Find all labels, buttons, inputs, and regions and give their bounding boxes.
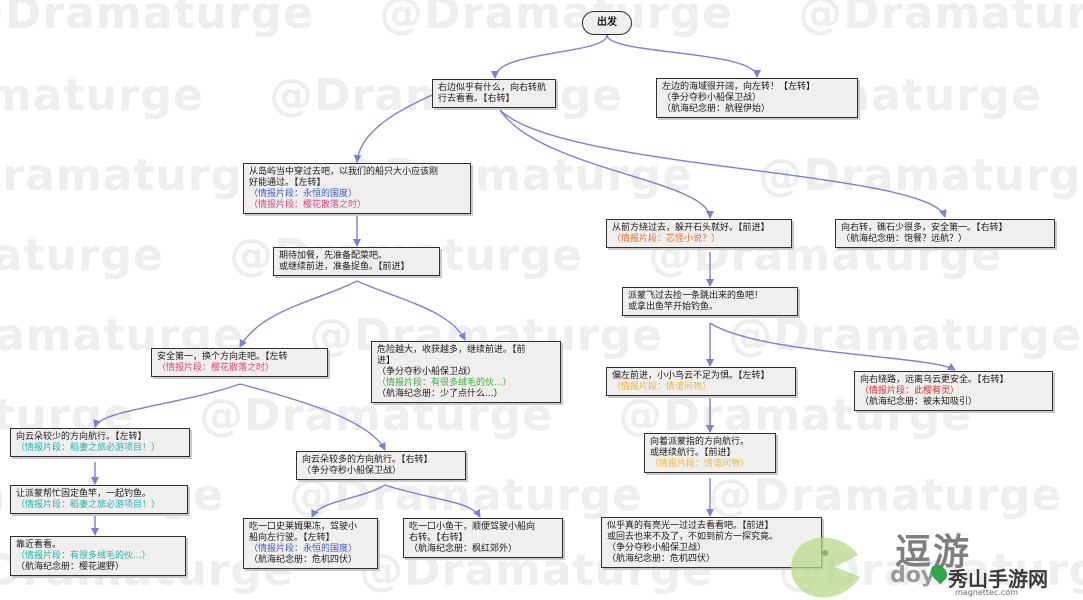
edge-n7-n11 xyxy=(709,322,956,371)
flow-node-n14: 向着派蒙指的方向航行。 或继续航行。【前进】 （情报片段：情谊问物） xyxy=(644,433,776,473)
start-node: 出发 xyxy=(582,11,632,35)
edge-n1-n5 xyxy=(499,109,947,218)
flow-node-n4: 从前方绕过去，躲开石头就好。【前进】 （情报片段：芯怪小说？） xyxy=(606,219,792,248)
edge-start-n2 xyxy=(606,34,761,78)
logo-prefix: doy xyxy=(890,563,936,588)
flow-node-n18: 似乎真的有亮光一过过去看看吧。【前进】 或回去也来不及了，不如到前方一探究竟。 … xyxy=(601,517,822,568)
site-logo: 逗游 doy 秀山手游网 magnettec.com xyxy=(780,515,1083,600)
logo-mascot-icon xyxy=(791,537,860,598)
flow-node-n17: 吃一口小鱼干，顺便驾驶小船向 右转。【右转】 （航海纪念册：枫红郊外） xyxy=(403,518,563,558)
logo-site-name: 秀山手游网 xyxy=(948,567,1048,591)
flow-node-n7: 派蒙飞过去捡一条跳出来的鱼吧！ 或拿出鱼竿开始钓鱼。 xyxy=(622,287,798,316)
flow-node-n16: 吃一口史莱姆果冻，驾驶小 船向左行驶。【左转】 （情报片段：永恒的国度） （航海… xyxy=(243,518,378,569)
logo-url: magnettec.com xyxy=(955,588,1018,597)
edge-n6-n9 xyxy=(356,280,466,341)
flow-node-n5: 向右转，礁石少很多，安全第一。【右转】 （航海纪念册：饱餐？远航？） xyxy=(835,219,1055,248)
edge-n1-n4 xyxy=(499,109,714,219)
edge-start-n1 xyxy=(491,34,608,79)
edge-n1-n3 xyxy=(353,94,433,163)
flow-node-n13: 向云朵较多的方向航行。【右转】 （争分夺秒小船保卫战） xyxy=(296,451,466,480)
edge-n13-n17 xyxy=(384,484,481,518)
flow-node-n10: 偏左前进，小小鸟云不足为惧。【左转】 （情报片段：情谊问物） xyxy=(606,367,796,396)
edge-n6-n8 xyxy=(239,280,358,348)
edge-n8-n12 xyxy=(93,383,241,428)
edge-n13-n16 xyxy=(311,484,386,518)
flow-node-n3: 从岛屿当中穿过去吧，以我们的船只大小应该刚 好能通过。【左转】 （情报片段：永恒… xyxy=(243,163,471,214)
edge-n8-n13 xyxy=(239,383,386,451)
flow-node-n12: 向云朵较少的方向航行。【左转】 （情报片段：稻妻之旅必游项目！） xyxy=(10,428,190,457)
flow-node-n11: 向右绕路，远离乌云更安全。【右转】 （情报片段：此樱有灵） （航海纪念册：被未知… xyxy=(854,371,1053,411)
flow-node-n6: 期待加餐，先准备配菜吧。 或继续前进，准备捉鱼。【前进】 xyxy=(273,247,440,276)
flow-node-n9: 危险越大，收获越多，继续前进。【前 进】 （争分夺秒小船保卫战） （情报片段：有… xyxy=(371,341,561,403)
flow-node-n15: 让派蒙帮忙固定鱼竿，一起钓鱼。 （情报片段：稻妻之旅必游项目！） xyxy=(10,485,188,514)
flow-node-n8: 安全第一，换个方向走吧。【左转 （情报片段：樱花散落之时） xyxy=(151,348,328,377)
flow-node-n1: 右边似乎有什么，向右转航 行去看看。【右转】 xyxy=(432,79,556,108)
flow-node-n19: 靠近看看。 （情报片段：有很多绒毛的伙...） （航海纪念册：樱花遍野） xyxy=(10,536,186,576)
flow-node-n2: 左边的海域很开阔，向左转！【左转】 （争分夺秒小船保卫战） （航海纪念册：航程伊… xyxy=(656,78,858,118)
